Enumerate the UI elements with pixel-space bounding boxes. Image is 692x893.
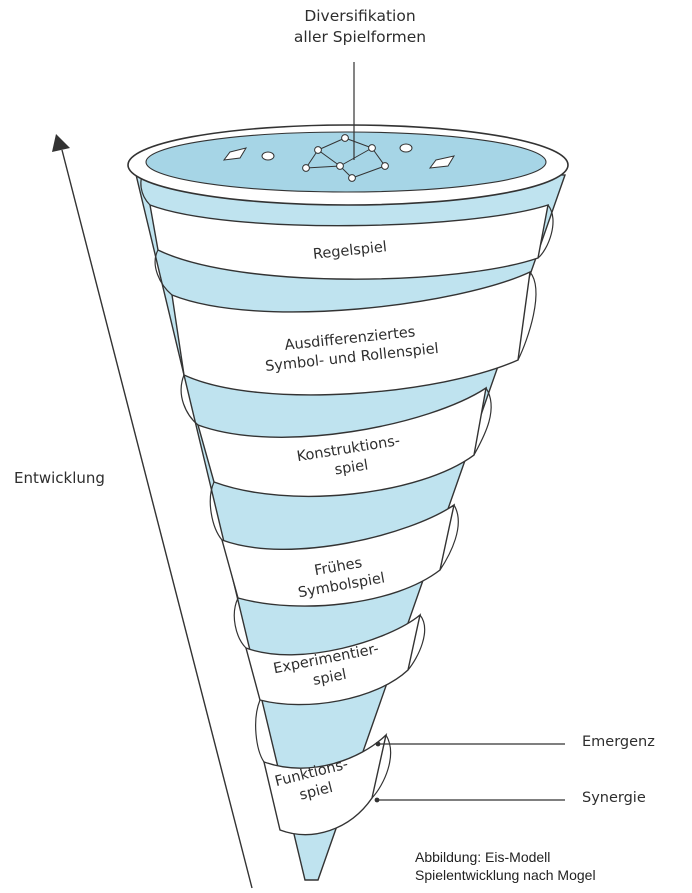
top-label: Diversifikation aller Spielformen	[255, 6, 465, 48]
figure-caption: Abbildung: Eis-Modell Spielentwicklung n…	[415, 848, 596, 884]
axis-arrowhead-icon	[52, 134, 70, 152]
axis-label: Entwicklung	[14, 469, 105, 487]
synergy-label: Synergie	[582, 790, 646, 806]
top-label-line-1: Diversifikation	[255, 6, 465, 27]
emergence-label: Emergenz	[582, 734, 655, 750]
caption-line-2: Spielentwicklung nach Mogel	[415, 866, 596, 884]
caption-line-1: Abbildung: Eis-Modell	[415, 848, 596, 866]
top-label-line-2: aller Spielformen	[255, 27, 465, 48]
